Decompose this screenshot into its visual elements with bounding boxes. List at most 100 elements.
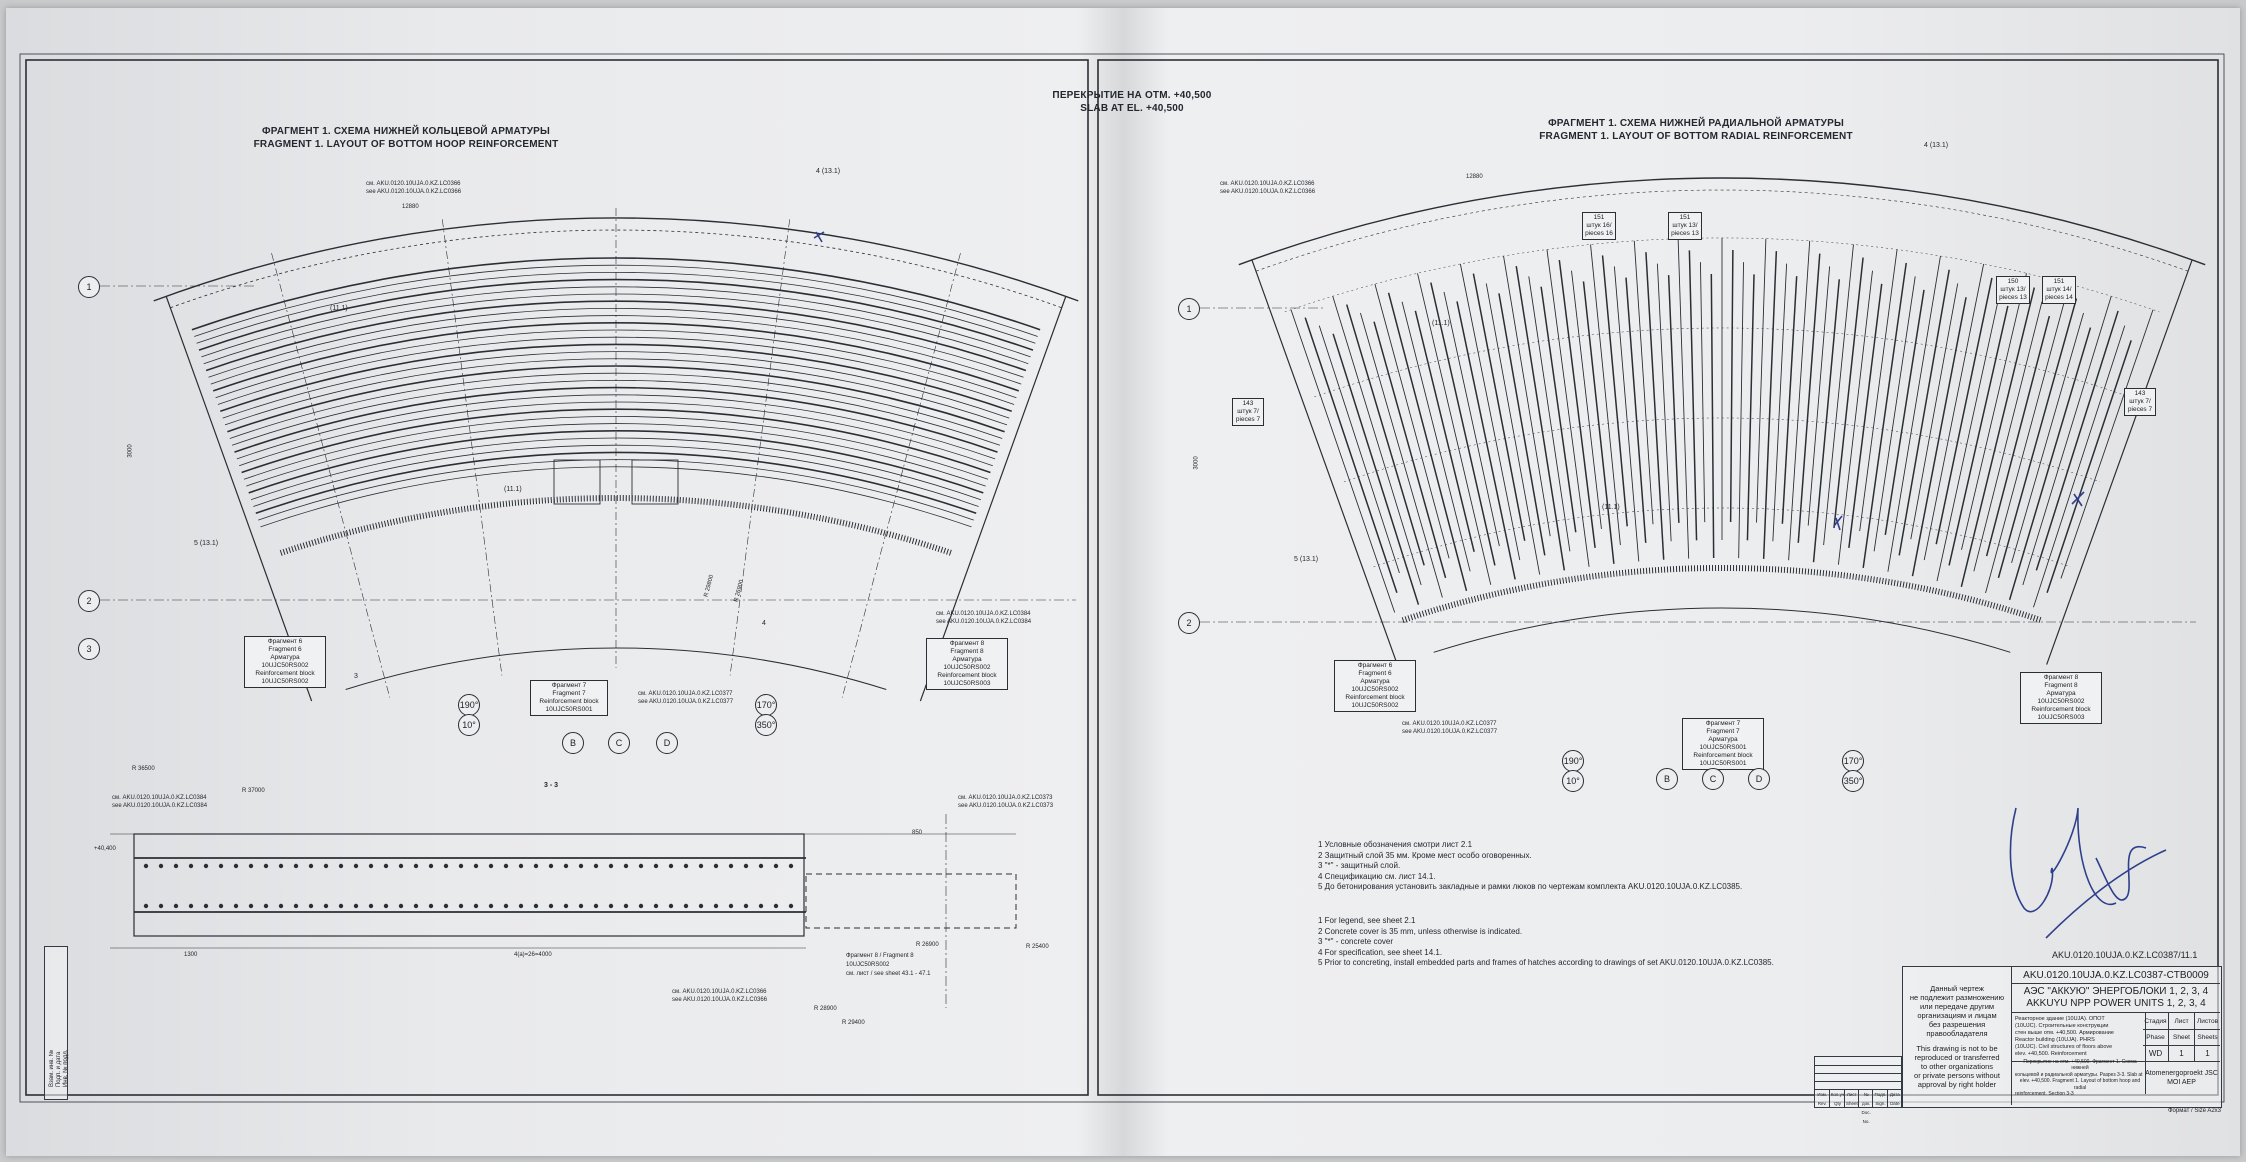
- section-bar-dot: [593, 903, 599, 909]
- section-bar-dot: [638, 863, 644, 869]
- section-bar-dot: [398, 903, 404, 909]
- section-bar-dot: [188, 863, 194, 869]
- col-sheet: Лист: [2169, 1013, 2195, 1030]
- revision-row-line: [1815, 1081, 1901, 1082]
- section-bar-dot: [233, 863, 239, 869]
- val-sheet: 1: [2169, 1046, 2195, 1062]
- section-bar-dot: [458, 863, 464, 869]
- left-hoop-bar: [201, 286, 1031, 358]
- right-radial-bar: [1807, 266, 1831, 526]
- section-bar-dot: [203, 903, 209, 909]
- left-dim-side: 3000: [127, 444, 134, 458]
- section-r36500: R 36500: [132, 766, 155, 772]
- right-angle-170: 170°: [1842, 750, 1864, 772]
- right-radial-bar: [1997, 298, 2078, 579]
- right-radial-bar: [1884, 289, 1925, 535]
- section-bar-dot: [413, 863, 419, 869]
- left-angle-170: 170°: [755, 694, 777, 716]
- right-radial-bar: [1345, 304, 1425, 566]
- left-inner-ring: [279, 495, 953, 556]
- section-bar-dot: [263, 903, 269, 909]
- right-radial-bar: [1833, 257, 1864, 529]
- right-dim-side: 3000: [1193, 456, 1200, 470]
- right-radial-bar: [1873, 276, 1916, 552]
- right-radial-bar: [1613, 266, 1640, 562]
- revision-row-line: [1815, 1065, 1901, 1066]
- right-dim-arc: [1314, 327, 2130, 398]
- section-bar-dot: [473, 903, 479, 909]
- right-radial-bar: [1688, 250, 1698, 541]
- left-ref-left: 5 (13.1): [194, 540, 219, 547]
- left-hoop-bar: [236, 394, 996, 460]
- section-bar-dot: [728, 863, 734, 869]
- section-bar-dot: [368, 863, 374, 869]
- right-angle-350: 350°: [1842, 770, 1864, 792]
- right-radial-bar: [1848, 283, 1883, 548]
- left-hoop-bar: [194, 264, 1038, 337]
- right-radial-bar: [1762, 251, 1778, 559]
- right-radial-bar: [1700, 262, 1706, 523]
- side-stamp-3: Инв. № подл.: [63, 1049, 69, 1087]
- left-hoop-bar: [205, 300, 1027, 372]
- section-bar-dot: [698, 863, 704, 869]
- section-ring-beam: [805, 873, 1017, 929]
- section-bar-dot: [713, 863, 719, 869]
- sheet-format: Формат / Size A2x3: [2168, 1108, 2221, 1114]
- left-side-edge: [165, 296, 313, 702]
- section-bar-dot: [563, 903, 569, 909]
- section-bar-dot: [518, 903, 524, 909]
- right-radial-bar: [1656, 263, 1672, 542]
- doc-code: AKU.0120.10UJA.0.KZ.LC0387-CTB0009: [2012, 967, 2220, 984]
- left-side-edge: [919, 296, 1067, 702]
- revision-col-header: Изм.Rev.: [1815, 1089, 1830, 1108]
- right-radial-bar: [1558, 259, 1596, 548]
- right-radial-bar: [1625, 277, 1647, 543]
- left-hoop-bar: [227, 365, 1005, 433]
- section-bar-dot: [338, 863, 344, 869]
- col-sheet-en: Sheet: [2169, 1030, 2195, 1046]
- right-radial-bar: [1973, 301, 2043, 572]
- left-radial-guide: [441, 219, 503, 676]
- right-title-ru: ФРАГМЕНТ 1. СХЕМА НИЖНЕЙ РАДИАЛЬНОЙ АРМА…: [1548, 118, 1844, 129]
- right-radial-bar: [1601, 255, 1628, 527]
- section-bar-dot: [323, 863, 329, 869]
- section-bar-dot: [458, 903, 464, 909]
- left-ref-mid-a: (11.1): [330, 305, 348, 312]
- section-bar-dot: [698, 903, 704, 909]
- right-radial-bar: [2022, 296, 2112, 586]
- left-inner-edge: [345, 647, 887, 690]
- drawing-sheet: ПЕРЕКРЫТИЕ НА ОТМ. +40,500 SLAB AT EL. +…: [6, 8, 2240, 1156]
- section-bar-dot: [638, 903, 644, 909]
- section-bar-dot: [308, 903, 314, 909]
- left-outer-dashed: [170, 229, 1062, 309]
- left-axis-d: D: [656, 732, 678, 754]
- left-axis-3: 3: [78, 638, 100, 660]
- revision-col-header: Подп.Sign.: [1872, 1089, 1888, 1108]
- section-bar-dot: [773, 863, 779, 869]
- left-title-ru: ФРАГМЕНТ 1. СХЕМА НИЖНЕЙ КОЛЬЦЕВОЙ АРМАТ…: [262, 126, 550, 137]
- section-bar-dot: [173, 863, 179, 869]
- section-bar-dot: [413, 903, 419, 909]
- left-dim-top: 12880: [402, 204, 419, 210]
- section-bar-dot: [743, 863, 749, 869]
- section-bar-dot: [233, 903, 239, 909]
- right-radial-bar: [1304, 317, 1398, 593]
- section-bar-dot: [383, 903, 389, 909]
- val-phase: WD: [2143, 1046, 2169, 1062]
- section-bar-dot: [533, 903, 539, 909]
- right-axis-c: C: [1702, 768, 1724, 790]
